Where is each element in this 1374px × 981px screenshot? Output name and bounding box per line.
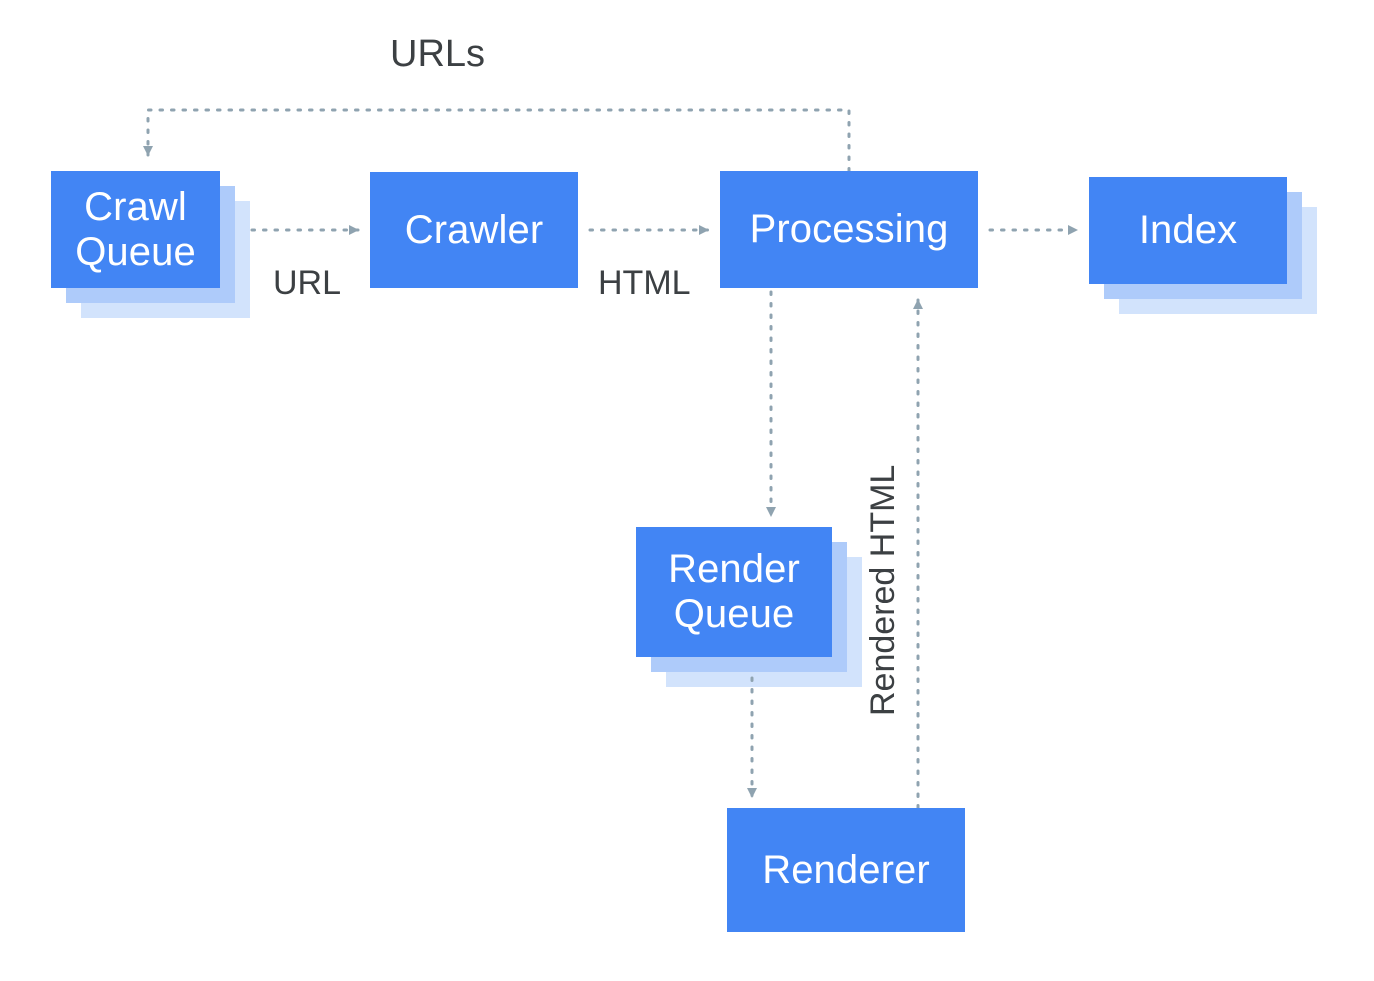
edge-label-urls: URLs bbox=[390, 33, 486, 75]
edge-label-html: HTML bbox=[598, 264, 691, 302]
node-index[interactable]: Index bbox=[1089, 177, 1287, 284]
node-renderer[interactable]: Renderer bbox=[727, 808, 965, 932]
node-crawl-queue[interactable]: Crawl Queue bbox=[51, 171, 220, 288]
node-processing-label: Processing bbox=[749, 207, 949, 252]
edge-label-rendered-html: Rendered HTML bbox=[864, 464, 902, 716]
node-renderer-label: Renderer bbox=[762, 847, 930, 892]
edge-label-url: URL bbox=[273, 264, 342, 302]
node-crawler-label: Crawler bbox=[404, 207, 544, 252]
node-crawl-queue-label: Crawl Queue bbox=[75, 184, 196, 274]
node-render-queue-label: Render Queue bbox=[668, 547, 800, 636]
edge-urls bbox=[143, 108, 851, 173]
node-crawler[interactable]: Crawler bbox=[370, 172, 578, 288]
node-index-label: Index bbox=[1138, 208, 1238, 253]
node-render-queue[interactable]: Render Queue bbox=[636, 527, 832, 657]
node-processing[interactable]: Processing bbox=[720, 171, 978, 288]
